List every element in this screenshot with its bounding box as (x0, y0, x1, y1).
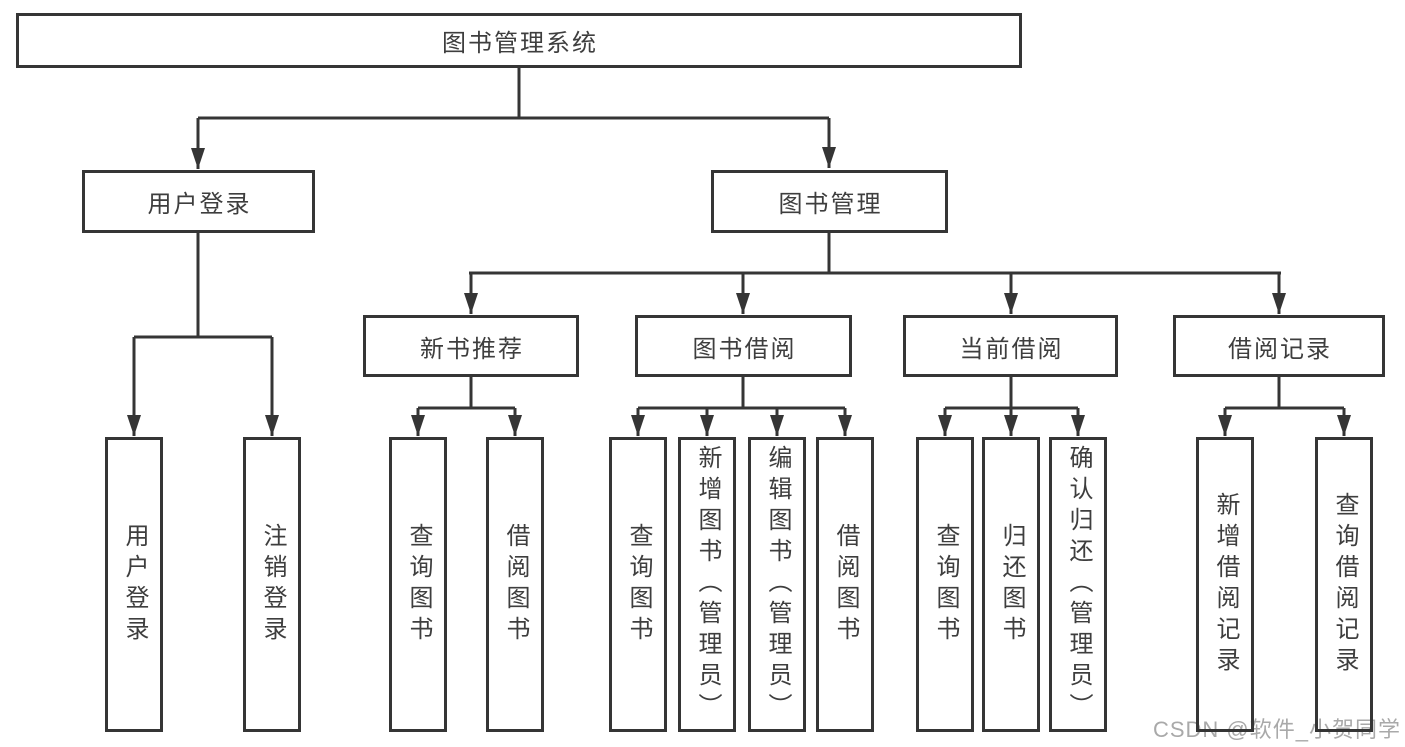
connector-borrow-record-to-leaves (1218, 377, 1351, 436)
leaf-query-books-3: 查询图书 (916, 437, 974, 732)
node-label: 编辑图书（管理员） (764, 445, 791, 724)
node-label: 图书管理系统 (442, 30, 598, 57)
leaf-borrow-books-1: 借阅图书 (486, 437, 544, 732)
connector-root-to-level2 (191, 68, 836, 169)
connector-new-book-rec-to-leaves (411, 377, 522, 436)
leaf-add-books-admin: 新增图书（管理员） (678, 437, 736, 732)
node-label: 用户登录 (147, 191, 252, 218)
leaf-query-books-2: 查询图书 (609, 437, 667, 732)
node-label: 当前借阅 (959, 335, 1064, 363)
node-book-borrowing: 图书借阅 (635, 315, 852, 377)
leaf-add-borrow-record: 新增借阅记录 (1196, 437, 1254, 732)
leaf-logout: 注销登录 (243, 437, 301, 732)
leaf-query-borrow-record: 查询借阅记录 (1315, 437, 1373, 732)
node-label: 新增图书（管理员） (694, 445, 721, 724)
node-label: 图书管理 (778, 191, 883, 218)
node-label: 借阅图书 (832, 522, 859, 647)
node-label: 查询借阅记录 (1331, 491, 1358, 678)
node-label: 确认归还（管理员） (1065, 445, 1092, 724)
watermark: CSDN @软件_小贺同学 (1152, 717, 1401, 742)
node-label: 查询图书 (625, 522, 652, 647)
connector-book-mgmt-to-level3 (464, 233, 1286, 314)
node-label: 用户登录 (121, 522, 148, 647)
leaf-return-books: 归还图书 (982, 437, 1040, 732)
node-label: 归还图书 (998, 522, 1025, 647)
node-borrowing-records: 借阅记录 (1173, 315, 1385, 377)
leaf-query-books-1: 查询图书 (389, 437, 447, 732)
node-label: 查询图书 (405, 522, 432, 647)
connector-book-borrow-to-leaves (631, 377, 852, 436)
node-library-management-system: 图书管理系统 (16, 13, 1022, 68)
leaf-borrow-books-2: 借阅图书 (816, 437, 874, 732)
node-book-management: 图书管理 (711, 170, 948, 233)
node-label: 新增借阅记录 (1212, 491, 1239, 678)
leaf-confirm-return-admin: 确认归还（管理员） (1049, 437, 1107, 732)
leaf-edit-books-admin: 编辑图书（管理员） (748, 437, 806, 732)
node-new-book-recommendation: 新书推荐 (363, 315, 579, 377)
node-label: 查询图书 (932, 522, 959, 647)
connector-user-login-to-leaves (127, 233, 279, 436)
node-user-login: 用户登录 (82, 170, 315, 233)
node-label: 图书借阅 (692, 335, 797, 363)
node-label: 借阅图书 (502, 522, 529, 647)
node-label: 借阅记录 (1228, 335, 1332, 363)
leaf-user-login: 用户登录 (105, 437, 163, 732)
node-current-borrowing: 当前借阅 (903, 315, 1118, 377)
connector-current-borrow-to-leaves (938, 377, 1085, 436)
node-label: 新书推荐 (420, 335, 524, 363)
node-label: 注销登录 (259, 522, 286, 647)
